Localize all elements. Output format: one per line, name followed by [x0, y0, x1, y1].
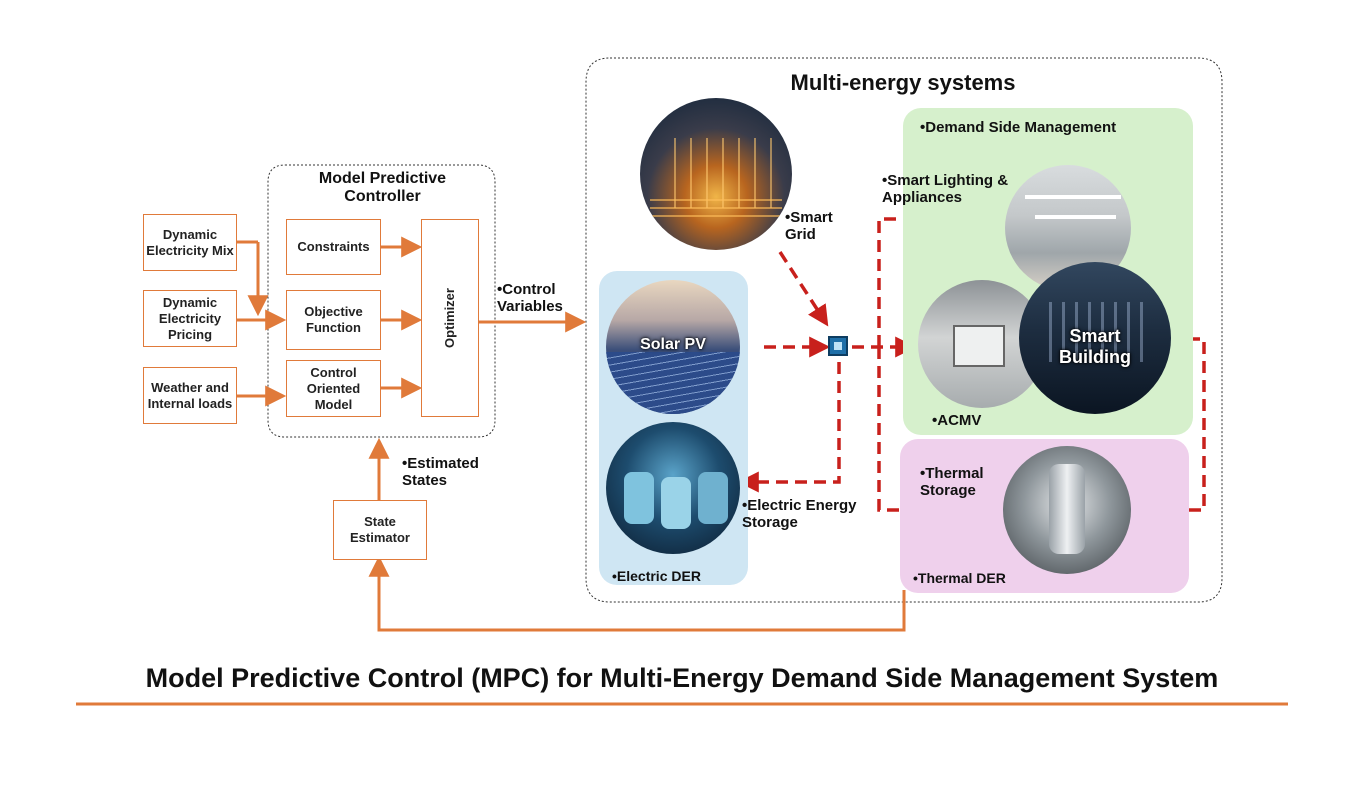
- solar-pv-image: Solar PV: [606, 280, 740, 414]
- input-dynamic-electricity-mix: Dynamic Electricity Mix: [143, 214, 237, 271]
- controller-title: Model Predictive Controller: [318, 170, 447, 206]
- thermal-storage-image: [1003, 446, 1131, 574]
- control-variables-label: •Control Variables: [497, 281, 563, 316]
- dsm-title: •Demand Side Management: [920, 119, 1117, 136]
- objective-function-block: Objective Function: [286, 290, 381, 350]
- optimizer-block: Optimizer: [421, 219, 479, 417]
- control-oriented-model-block: Control Oriented Model: [286, 360, 381, 417]
- solar-pv-label: Solar PV: [640, 336, 706, 353]
- smart-grid-image: [640, 98, 792, 250]
- electric-storage-image: [606, 422, 740, 554]
- smart-building-label: Smart Building: [1059, 326, 1131, 367]
- estimated-states-label: •Estimated States: [402, 455, 479, 490]
- smart-grid-label: •Smart Grid: [785, 209, 833, 244]
- thermal-storage-label: •Thermal Storage: [920, 465, 984, 500]
- constraints-block: Constraints: [286, 219, 381, 275]
- mes-title: Multi-energy systems: [790, 70, 1016, 95]
- mes-outline: [585, 57, 1223, 603]
- input-weather-internal-loads: Weather and Internal loads: [143, 367, 237, 424]
- electric-storage-label: •Electric Energy Storage: [742, 497, 857, 532]
- thermal-der-title: •Thermal DER: [913, 570, 1006, 586]
- converter-chip-icon: [828, 336, 848, 356]
- state-estimator-block: State Estimator: [333, 500, 427, 560]
- figure-caption: Model Predictive Control (MPC) for Multi…: [145, 663, 1219, 693]
- smart-building-image: Smart Building: [1019, 262, 1171, 414]
- input-dynamic-electricity-pricing: Dynamic Electricity Pricing: [143, 290, 237, 347]
- acmv-label: •ACMV: [932, 412, 982, 429]
- smart-lighting-label: •Smart Lighting & Appliances: [882, 172, 1009, 207]
- optimizer-label: Optimizer: [442, 288, 457, 348]
- electric-der-title: •Electric DER: [612, 568, 701, 584]
- controller-outline: [267, 164, 496, 438]
